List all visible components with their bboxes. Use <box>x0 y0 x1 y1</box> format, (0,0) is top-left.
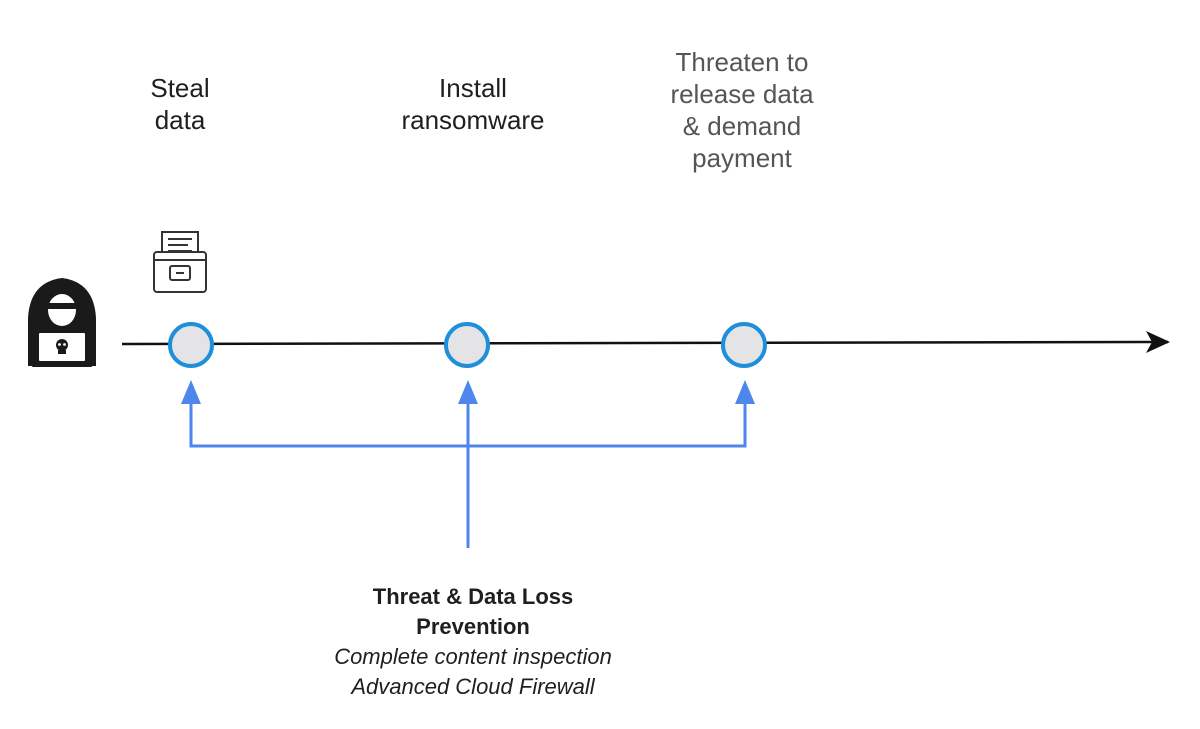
arrowhead-to-threaten <box>735 380 755 404</box>
arrowhead-to-install <box>458 380 478 404</box>
node-install-ransomware <box>444 322 490 368</box>
arrowhead-to-steal <box>181 380 201 404</box>
hooded-hacker-icon <box>28 278 96 367</box>
node-steal-data <box>168 322 214 368</box>
node-threaten <box>721 322 767 368</box>
step-label-threaten: Threaten to release data & demand paymen… <box>670 47 814 173</box>
protection-caption: Threat & Data Loss Prevention Complete c… <box>250 582 696 702</box>
step-label-steal-data: Steal data <box>150 73 210 135</box>
protection-connector <box>189 400 747 548</box>
protection-arrowheads <box>181 380 755 404</box>
protection-title: Threat & Data Loss Prevention <box>372 584 574 639</box>
protection-line-firewall: Advanced Cloud Firewall <box>351 674 595 699</box>
data-archive-box-icon <box>153 231 207 293</box>
step-label-install-ransomware: Install ransomware <box>401 73 545 135</box>
protection-line-inspection: Complete content inspection <box>334 644 612 669</box>
timeline-axis <box>121 340 1169 346</box>
timeline-arrowhead <box>1146 331 1170 353</box>
